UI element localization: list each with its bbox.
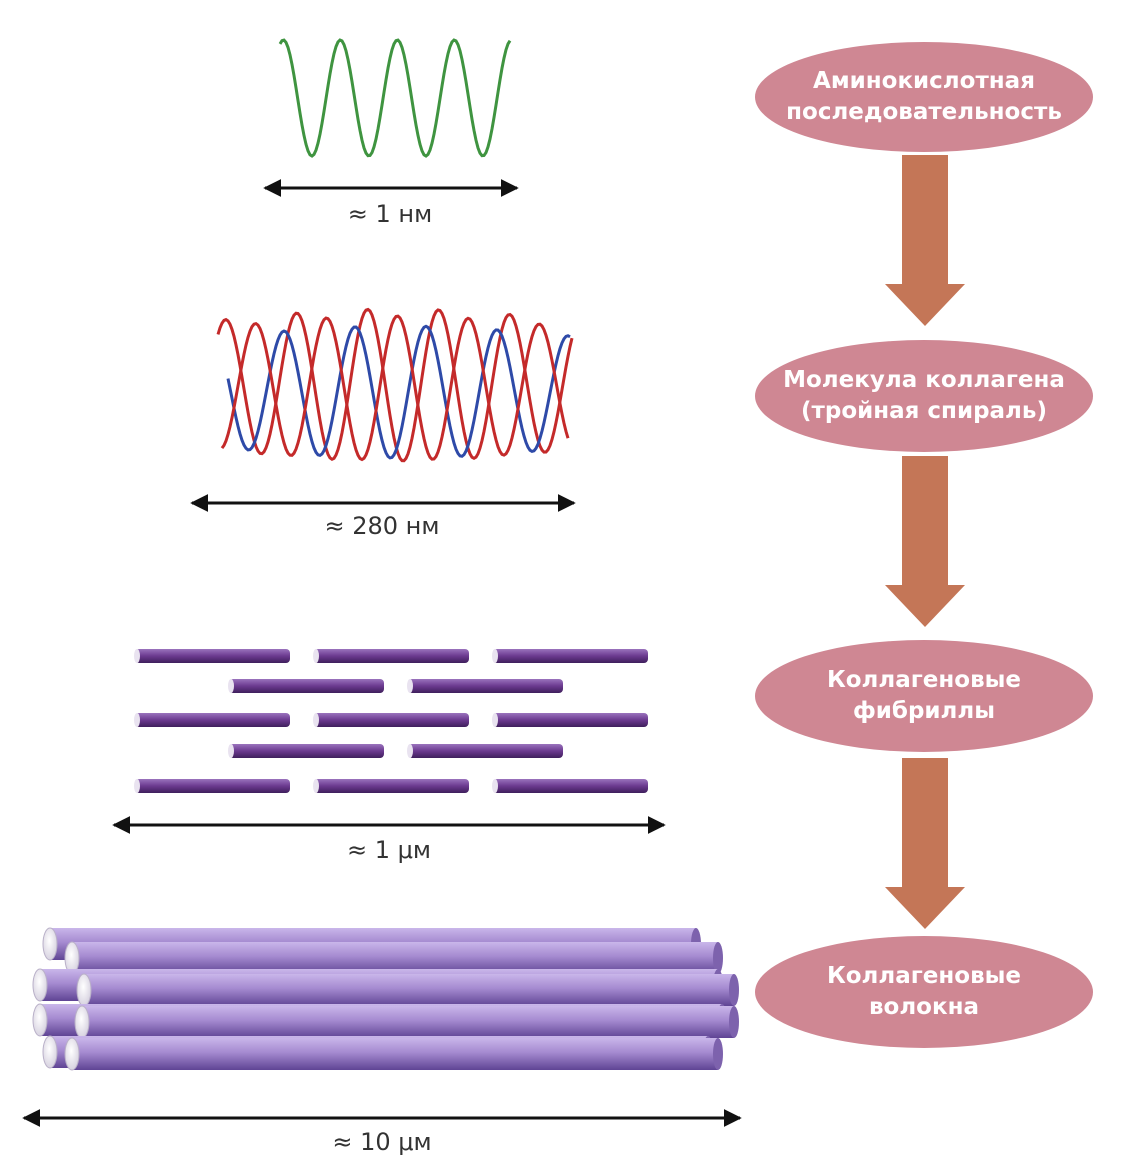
fibril-molecule-bar xyxy=(408,679,563,693)
stage-line: Коллагеновые xyxy=(826,963,1022,989)
stage-line: Молекула коллагена xyxy=(783,367,1065,393)
fiber-rod-cap xyxy=(32,1003,48,1037)
fiber-bundle xyxy=(32,927,739,1071)
stage-collagen-fibrils: Коллагеновые фибриллы xyxy=(755,640,1093,752)
fiber-rod xyxy=(72,942,718,974)
fibril-molecule-bar xyxy=(408,744,563,758)
helix-strand-red-1 xyxy=(216,307,574,463)
fibril-molecule-bar xyxy=(135,713,290,727)
fibril-bar-end xyxy=(134,779,140,793)
fibril-molecule-bar xyxy=(229,679,384,693)
fibril-bar-end xyxy=(492,779,498,793)
fibril-bar-end xyxy=(134,649,140,663)
fibril-bar-end xyxy=(407,744,413,758)
scale-label-10um: ≈ 10 μм xyxy=(332,1128,432,1156)
stage-line: Коллагеновые xyxy=(826,667,1022,693)
fibril-molecule-bar xyxy=(493,713,648,727)
fibril-bar-end xyxy=(228,679,234,693)
fiber-rod-cap xyxy=(42,927,58,961)
fiber-rod xyxy=(84,974,734,1006)
helix-strand-blue xyxy=(226,324,571,460)
scale-label-1nm: ≈ 1 нм xyxy=(347,200,433,228)
stage-collagen-molecule: Молекула коллагена (тройная спираль) xyxy=(755,340,1093,452)
amino-acid-chain xyxy=(278,38,512,158)
fibril-molecule-bar xyxy=(314,779,469,793)
stage-line: (тройная спираль) xyxy=(801,398,1047,424)
stage-line: Аминокислотная xyxy=(813,68,1035,94)
flow-arrow-1 xyxy=(885,155,965,326)
scale-label-280nm: ≈ 280 нм xyxy=(324,512,440,540)
fibril-molecule-bar xyxy=(314,649,469,663)
scale-label-1um: ≈ 1 μм xyxy=(346,836,431,864)
fibril-molecule-bar xyxy=(314,713,469,727)
fiber-rod-end xyxy=(713,942,723,974)
stage-line: волокна xyxy=(868,994,979,1020)
fibril-bar-end xyxy=(492,713,498,727)
fiber-rod-end xyxy=(729,1006,739,1038)
fiber-rod-end xyxy=(729,974,739,1006)
fiber-rod-cap xyxy=(74,1005,90,1039)
fibril-bar-end xyxy=(313,649,319,663)
fiber-rod xyxy=(82,1006,734,1038)
fiber-rod-cap xyxy=(32,968,48,1002)
fibril-molecule-bar xyxy=(135,779,290,793)
flow-arrow-3 xyxy=(885,758,965,929)
stage-collagen-fibers: Коллагеновые волокна xyxy=(755,936,1093,1048)
fibril-bar-end xyxy=(492,649,498,663)
fiber-rod-cap xyxy=(64,1037,80,1071)
fibril-molecule-bar xyxy=(493,649,648,663)
fibril-molecule-bar xyxy=(229,744,384,758)
fiber-rod-cap xyxy=(42,1035,58,1069)
fibril-molecule-bar xyxy=(135,649,290,663)
stage-line: фибриллы xyxy=(852,698,996,724)
stage-line: последовательность xyxy=(786,99,1062,125)
fiber-rod-cap xyxy=(76,973,92,1007)
helix-strand-red-2 xyxy=(220,314,570,462)
fibril-bar-end xyxy=(313,713,319,727)
fiber-rod xyxy=(72,1038,718,1070)
fiber-rod-end xyxy=(713,1038,723,1070)
fibril-staggered-molecules xyxy=(134,649,648,793)
fibril-bar-end xyxy=(407,679,413,693)
fibril-bar-end xyxy=(134,713,140,727)
fibril-bar-end xyxy=(313,779,319,793)
fibril-bar-end xyxy=(228,744,234,758)
flow-arrow-2 xyxy=(885,456,965,627)
flow-arrows xyxy=(885,155,965,929)
fibril-molecule-bar xyxy=(493,779,648,793)
triple-helix xyxy=(216,307,574,463)
stage-amino-acid-sequence: Аминокислотная последовательность xyxy=(755,42,1093,152)
